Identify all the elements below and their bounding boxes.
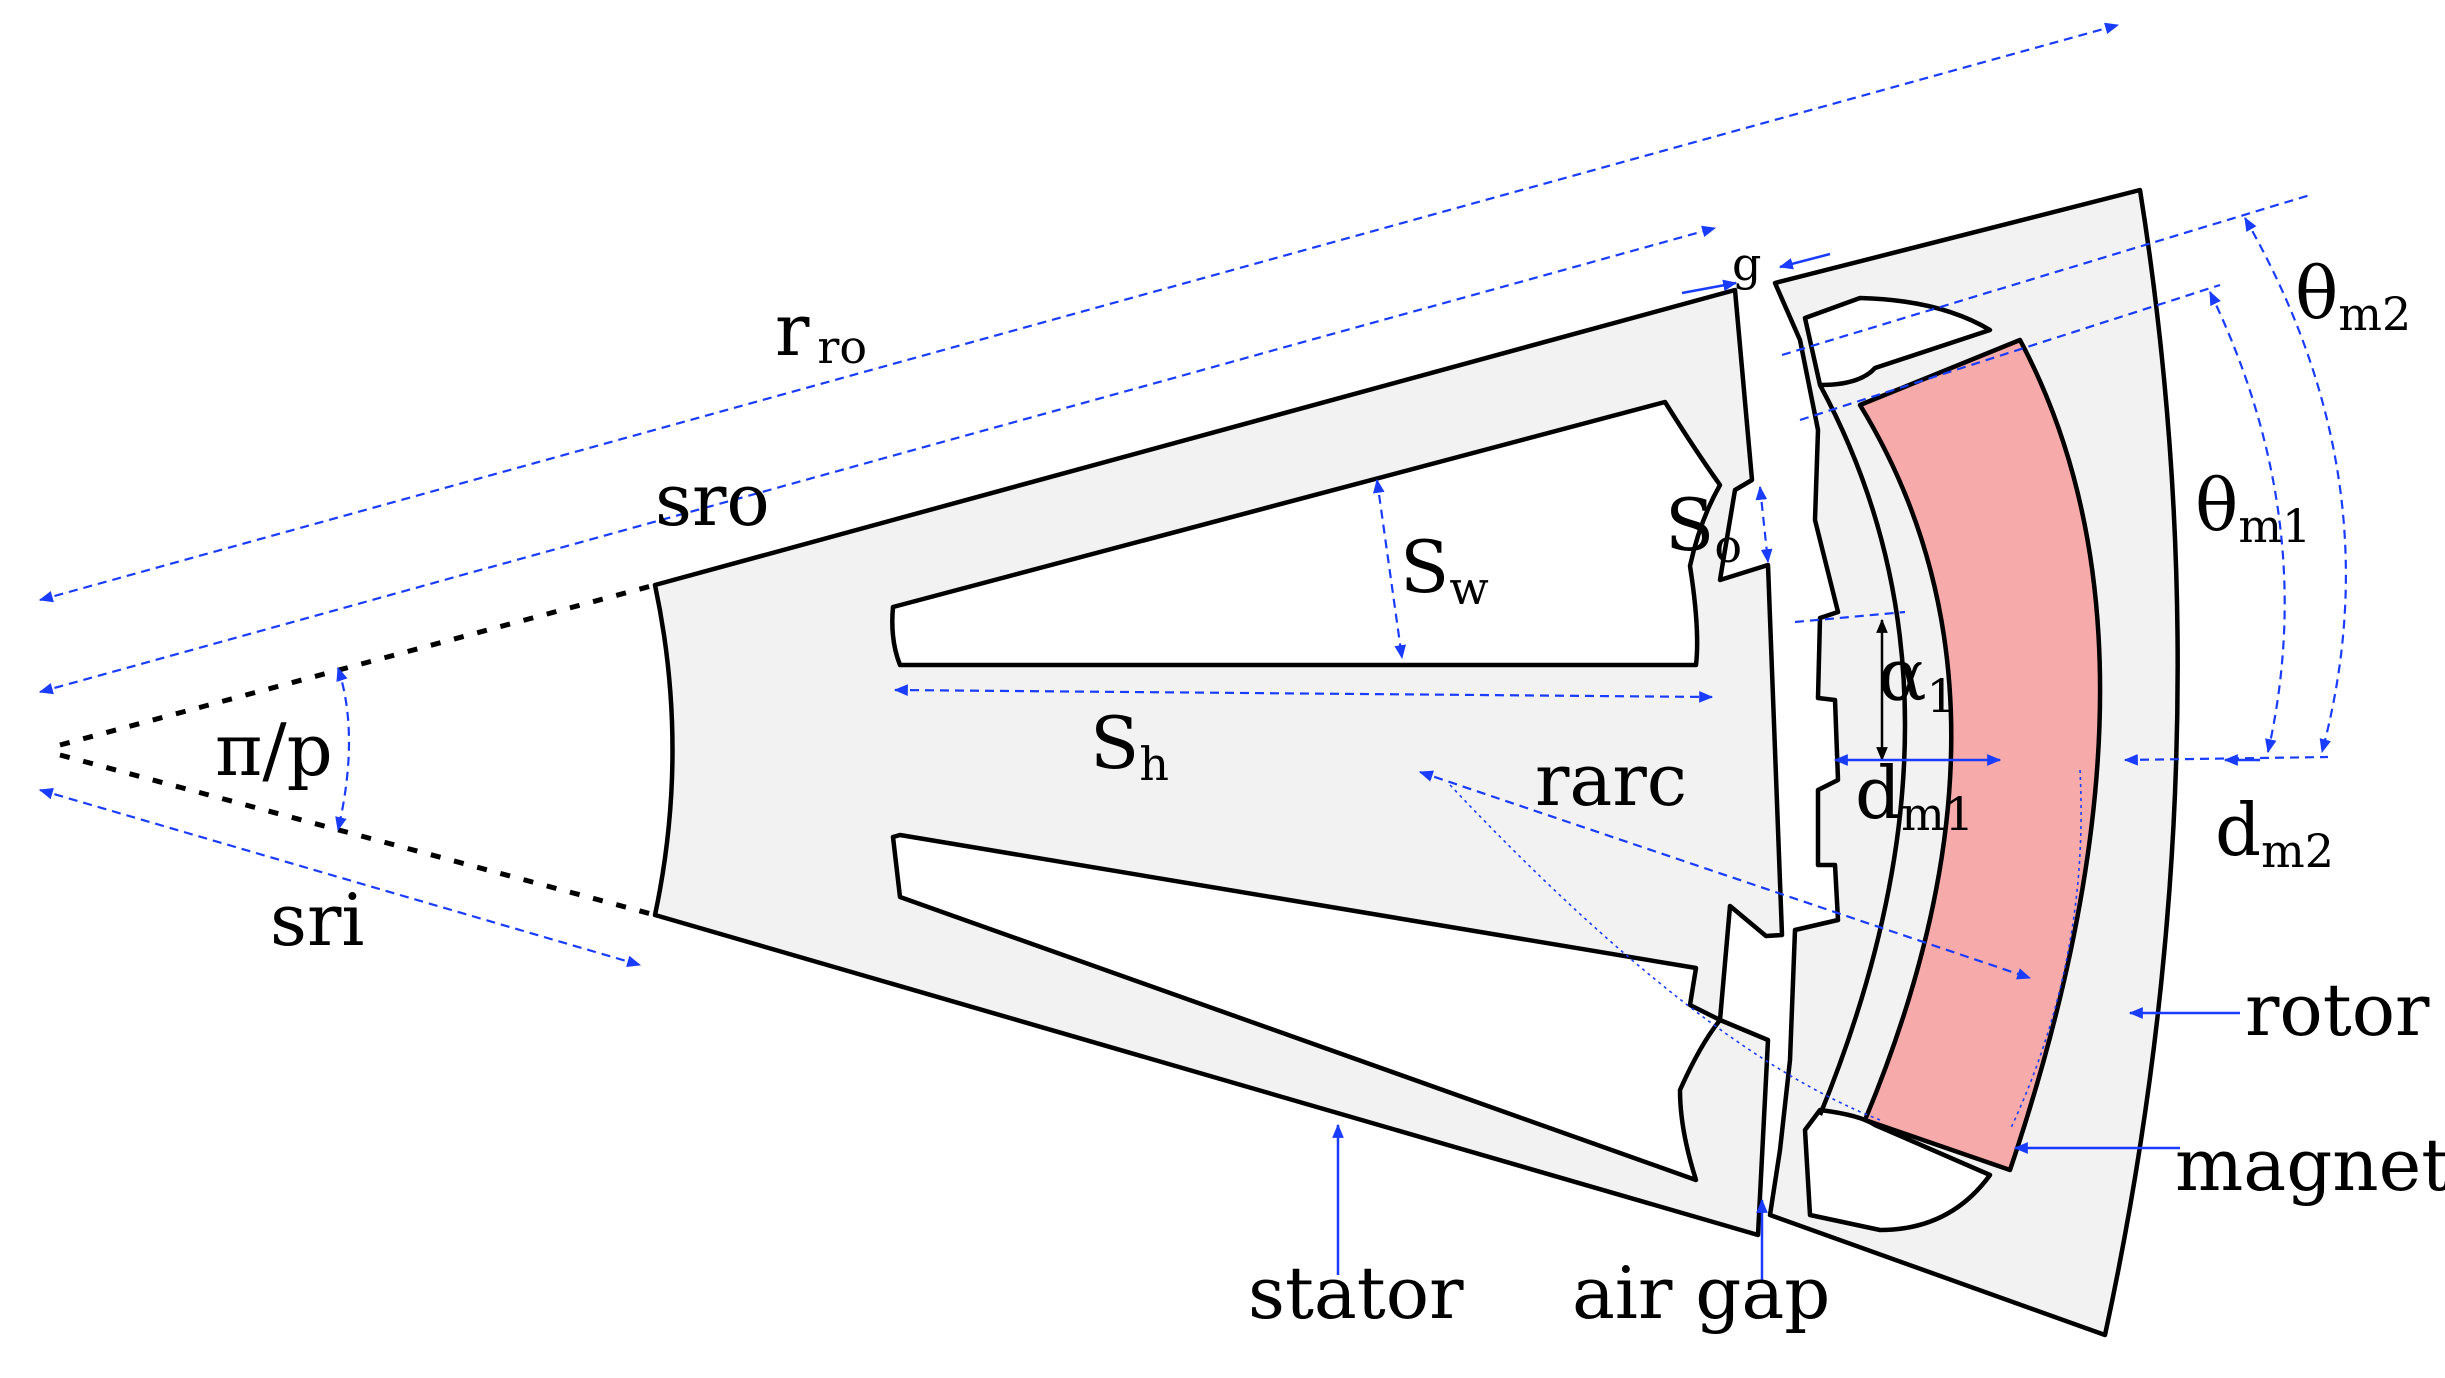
stator-slot-lower	[890, 832, 1723, 1183]
label-sro: sro	[655, 458, 770, 542]
label-stator: stator	[1248, 1251, 1464, 1335]
g-arrow-left	[1681, 279, 1738, 295]
label-s-h: Sh	[1090, 701, 1169, 791]
label-rotor: rotor	[2245, 968, 2430, 1052]
label-rarc: rarc	[1535, 738, 1687, 822]
alpha-reference-line	[1794, 610, 1906, 624]
theta-m1-reference-line	[1799, 283, 2221, 422]
sh-dimension-arrow	[893, 684, 1714, 703]
label-pi-over-p: π/p	[215, 708, 333, 792]
rarc-construction-arc	[1449, 784, 1881, 1121]
sector-boundary-lines	[59, 582, 656, 918]
label-d-m2: dm2	[2215, 788, 2334, 878]
label-s-o: So	[1665, 483, 1742, 573]
label-magnet: magnet	[2175, 1123, 2445, 1207]
label-alpha-1: α1	[1878, 633, 1956, 723]
rarc-construction-curve	[2009, 769, 2082, 1131]
label-air-gap: air gap	[1572, 1251, 1830, 1335]
label-theta-m1: θm1	[2195, 463, 2311, 553]
label-theta-m2: θm2	[2295, 251, 2411, 341]
label-sri: sri	[270, 878, 364, 962]
label-d-m1: dm1	[1855, 751, 1974, 841]
label-s-w: Sw	[1400, 525, 1489, 615]
sro-dimension-arrow	[38, 225, 1717, 695]
theta-m2-angle-arrow	[2244, 216, 2347, 754]
pi-over-p-angle-arrow	[335, 666, 351, 832]
rotor-pocket-lower	[1802, 1107, 1993, 1233]
so-dimension-arrow	[1755, 485, 1773, 564]
theta-m2-reference-line	[1781, 193, 2311, 357]
theta-m1-angle-arrow	[2209, 290, 2286, 754]
g-arrow-right	[1778, 252, 1831, 270]
dm2-dimension-arrow	[2123, 753, 2329, 766]
rarc-dimension-arrow	[1418, 770, 2032, 980]
label-g: g	[1732, 237, 1761, 291]
